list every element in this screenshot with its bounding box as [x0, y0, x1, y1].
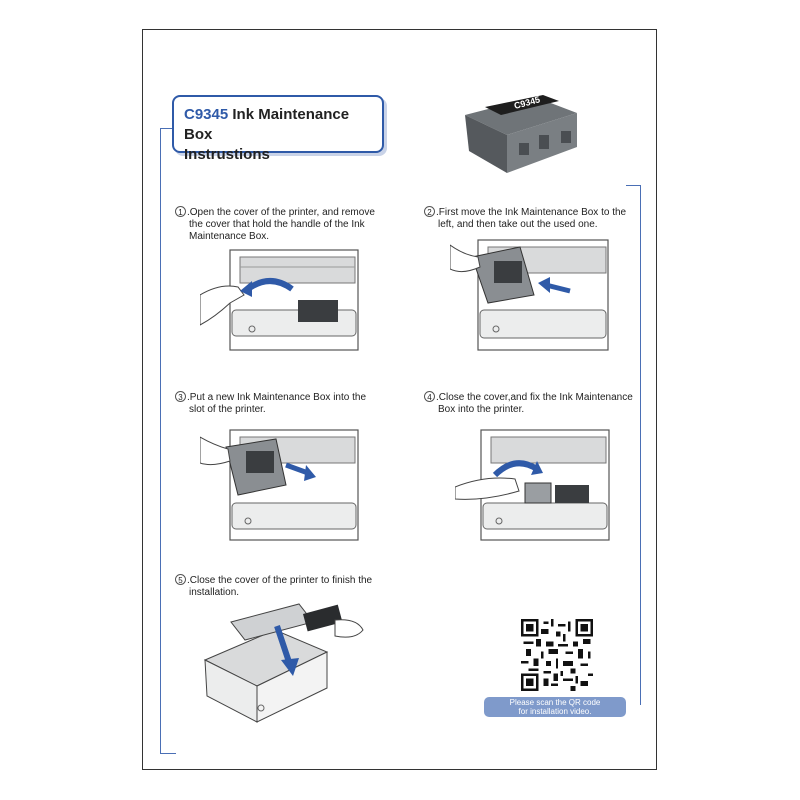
step-5-illustration: [203, 603, 364, 723]
qr-caption-line1: Please scan the QR code: [509, 698, 601, 707]
step-2-text: 2.First move the Ink Maintenance Box to …: [424, 206, 639, 231]
step-5-line1: .Close the cover of the printer to finis…: [187, 575, 373, 586]
right-outline-bracket: [626, 185, 641, 705]
step-1-line2: the cover that hold the handle of the In…: [189, 219, 365, 230]
step-4-illustration: [455, 429, 610, 541]
qr-caption-line2: for installation video.: [518, 707, 592, 716]
left-outline-bracket: [160, 128, 176, 754]
step-2-line2: left, and then take out the used one.: [438, 219, 598, 230]
step-5-line2: installation.: [189, 587, 240, 598]
qr-code-image: [521, 619, 593, 691]
page-title: C9345 Ink Maintenance Box: [184, 105, 372, 145]
title-model: C9345: [184, 106, 229, 123]
step-1-line1: .Open the cover of the printer, and remo…: [187, 207, 375, 218]
title-rest: Ink Maintenance Box: [184, 106, 350, 143]
step-1-text: 1.Open the cover of the printer, and rem…: [175, 206, 390, 243]
step-1-line3: Maintenance Box.: [189, 231, 270, 242]
step-1-illustration: [200, 249, 359, 351]
step-4-line2: Box into the printer.: [438, 404, 525, 415]
page-subtitle: Instrustions: [184, 146, 270, 163]
step-4-number: 4: [424, 391, 435, 402]
maintenance-box-image: C9345: [465, 94, 577, 173]
qr-code[interactable]: [521, 619, 593, 691]
qr-caption: Please scan the QR code for installation…: [484, 697, 626, 717]
step-3-line2: slot of the printer.: [189, 404, 266, 415]
step-5-number: 5: [175, 574, 186, 585]
step-5-text: 5.Close the cover of the printer to fini…: [175, 574, 390, 599]
step-3-line1: .Put a new Ink Maintenance Box into the: [187, 392, 366, 403]
step-3-text: 3.Put a new Ink Maintenance Box into the…: [175, 391, 390, 416]
step-4-text: 4.Close the cover,and fix the Ink Mainte…: [424, 391, 639, 416]
step-2-line1: .First move the Ink Maintenance Box to t…: [436, 207, 627, 218]
step-3-illustration: [200, 429, 359, 541]
step-4-line1: .Close the cover,and fix the Ink Mainten…: [436, 392, 633, 403]
step-2-illustration: [450, 239, 609, 351]
step-2-number: 2: [424, 206, 435, 217]
step-3-number: 3: [175, 391, 186, 402]
title-box: C9345 Ink Maintenance Box Instrustions: [172, 95, 384, 163]
step-1-number: 1: [175, 206, 186, 217]
